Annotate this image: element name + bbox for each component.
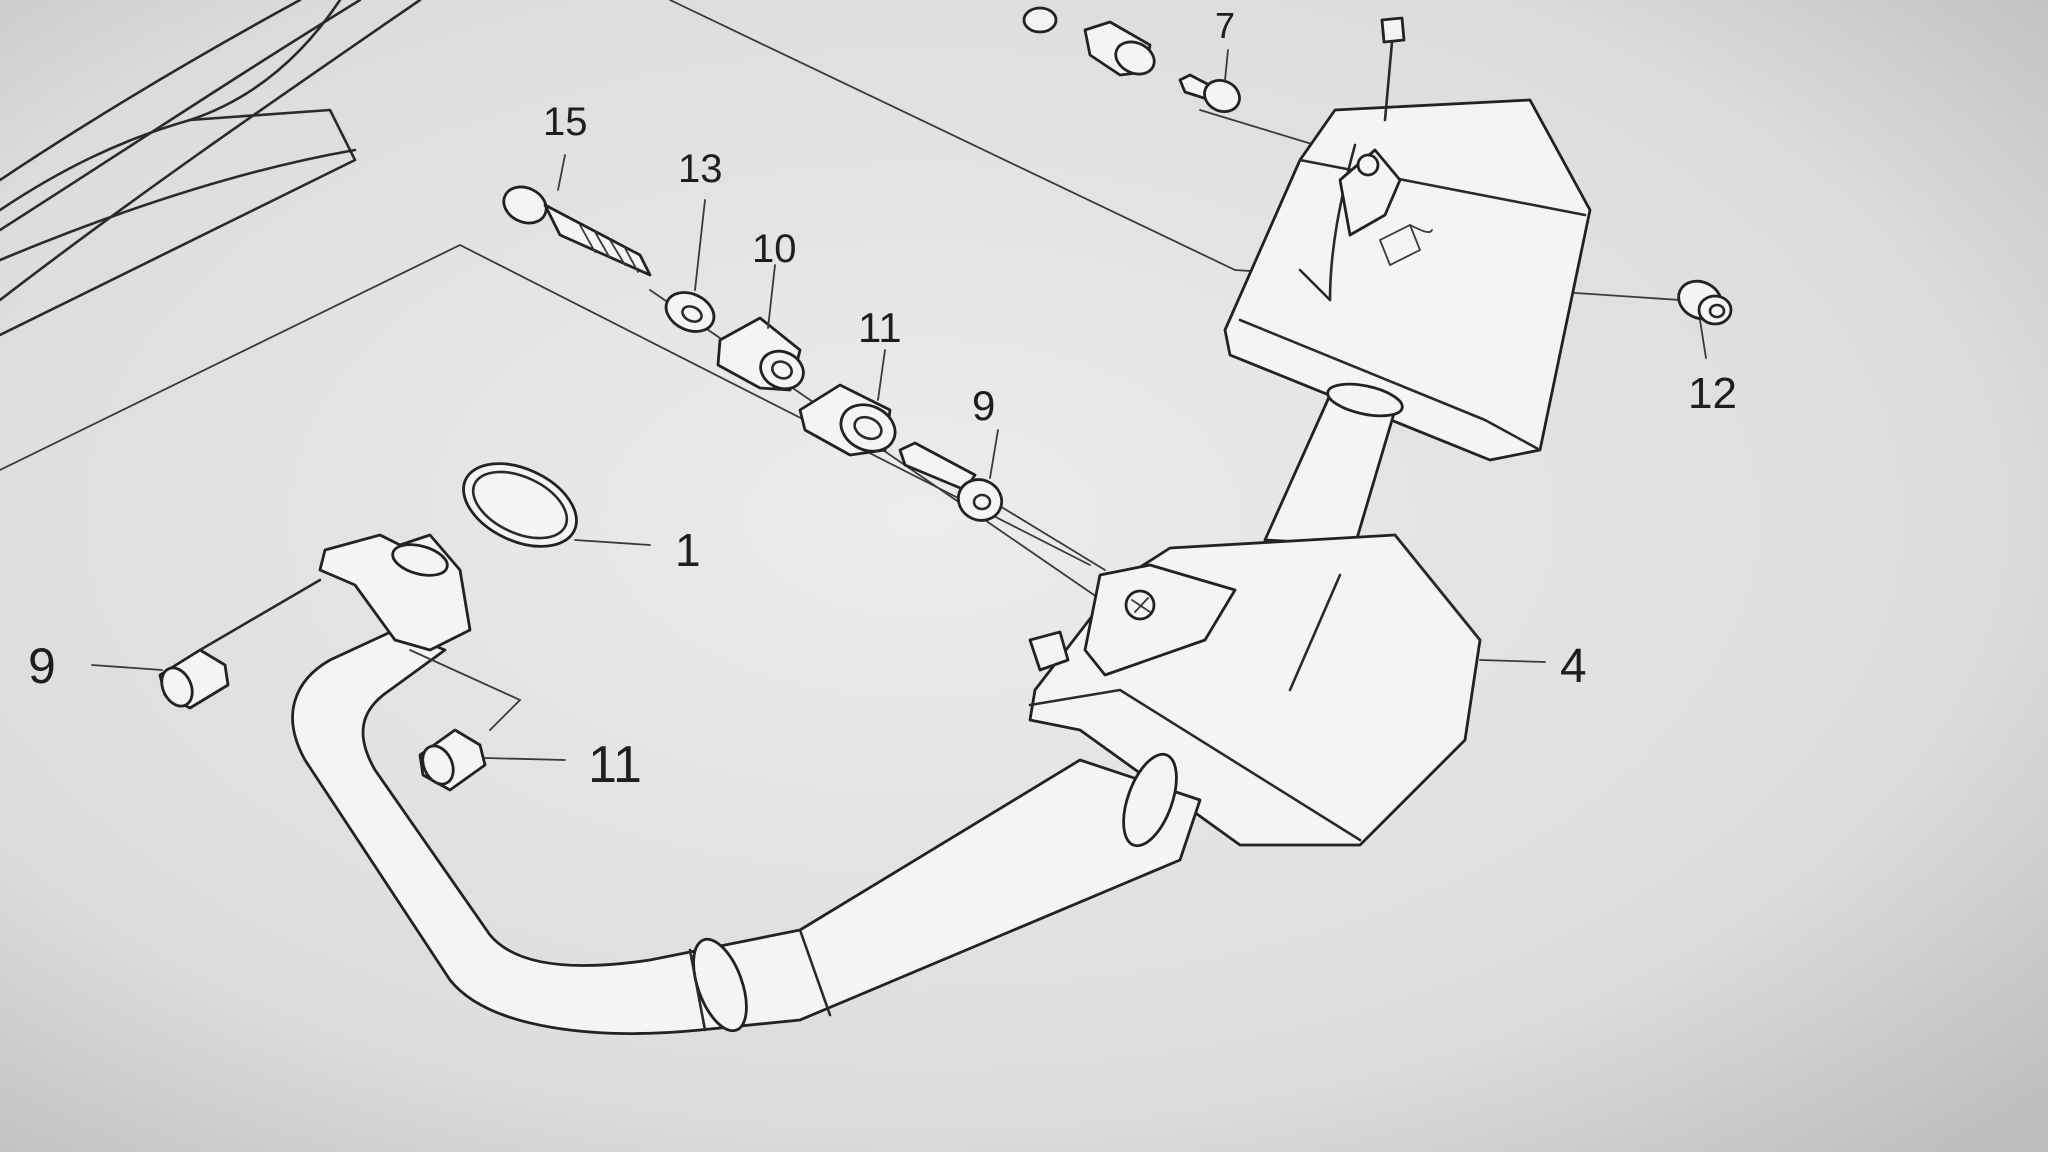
connecting-pipe — [1263, 382, 1404, 547]
callout-9-left: 9 — [28, 638, 56, 694]
callout-labels: 15 13 10 11 9 7 12 1 4 9 11 — [28, 5, 1737, 794]
callout-12: 12 — [1688, 369, 1737, 418]
callout-9-right: 11 — [588, 736, 642, 794]
washer-part-13 — [664, 291, 716, 333]
muffler-upper-section — [1223, 16, 1592, 462]
collar-lower-part-11 — [798, 383, 897, 457]
gasket-inner-ring — [471, 470, 569, 540]
frame-body-outline — [0, 0, 422, 337]
bolt-part-15 — [502, 185, 652, 277]
callout-4: 4 — [1560, 640, 1587, 693]
callout-10: 9 — [972, 382, 995, 429]
gasket-part-1 — [462, 462, 578, 548]
callout-11-upper: 10 — [752, 227, 797, 271]
pin-part-10 — [898, 441, 1004, 522]
leader-lines — [91, 49, 1707, 761]
callout-15: 15 — [543, 100, 588, 144]
flange-nut-left-part-9 — [158, 578, 322, 710]
callout-13: 13 — [678, 147, 723, 191]
collar-upper-part-11 — [716, 316, 805, 392]
callout-1: 1 — [675, 524, 701, 576]
top-hardware-parts — [1022, 6, 1241, 113]
nut-part-12 — [1677, 279, 1733, 326]
flange-nut-right-part-9 — [418, 728, 487, 792]
exhaust-pipe — [291, 628, 1202, 1035]
callout-11-lower: 11 — [858, 304, 902, 351]
callout-7: 7 — [1215, 5, 1235, 46]
exhaust-flange — [318, 533, 522, 731]
